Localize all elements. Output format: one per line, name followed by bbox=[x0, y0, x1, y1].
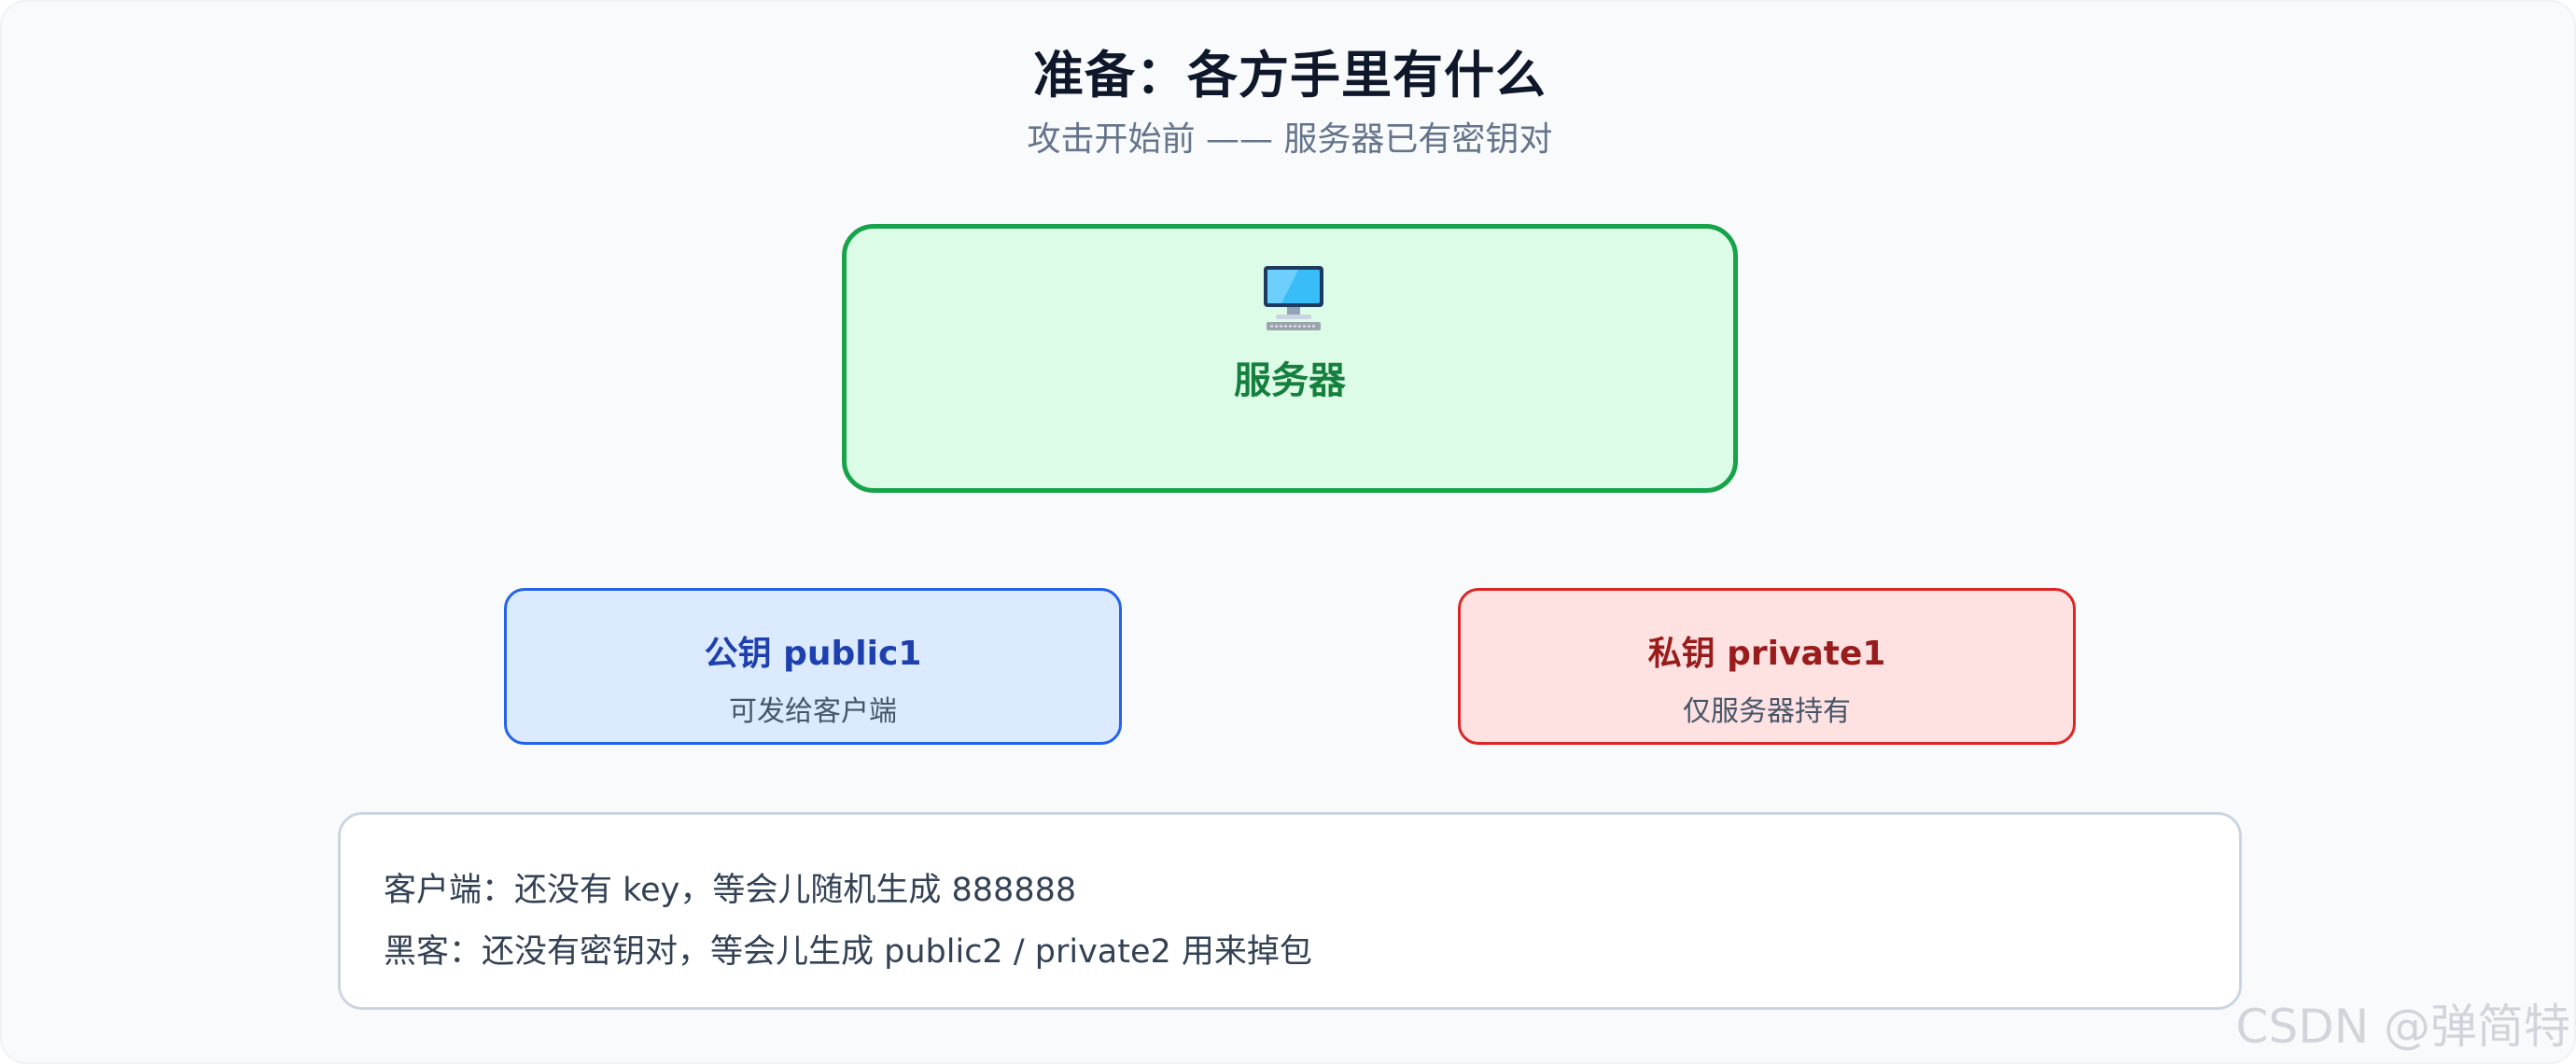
notes-panel: 客户端：还没有 key，等会儿随机生成 888888 黑客：还没有密钥对，等会儿… bbox=[338, 812, 2242, 1010]
page-title: 准备：各方手里有什么 bbox=[1033, 46, 1547, 105]
public-key-node: 公钥 public1 可发给客户端 bbox=[504, 588, 1122, 745]
page-subtitle: 攻击开始前 —— 服务器已有密钥对 bbox=[1027, 120, 1553, 159]
server-node: 服务器 bbox=[842, 224, 1738, 493]
private-key-title: 私钥 private1 bbox=[1647, 635, 1886, 673]
public-key-title: 公钥 public1 bbox=[704, 635, 922, 673]
watermark: CSDN @弹简特 bbox=[2235, 1000, 2570, 1054]
hacker-note: 黑客：还没有密钥对，等会儿生成 public2 / private2 用来掉包 bbox=[384, 933, 1312, 971]
client-note: 客户端：还没有 key，等会儿随机生成 888888 bbox=[384, 872, 1077, 909]
private-key-desc: 仅服务器持有 bbox=[1683, 695, 1851, 728]
computer-icon bbox=[1261, 264, 1326, 331]
public-key-desc: 可发给客户端 bbox=[729, 695, 897, 728]
server-label: 服务器 bbox=[1234, 359, 1346, 402]
private-key-node: 私钥 private1 仅服务器持有 bbox=[1458, 588, 2076, 745]
